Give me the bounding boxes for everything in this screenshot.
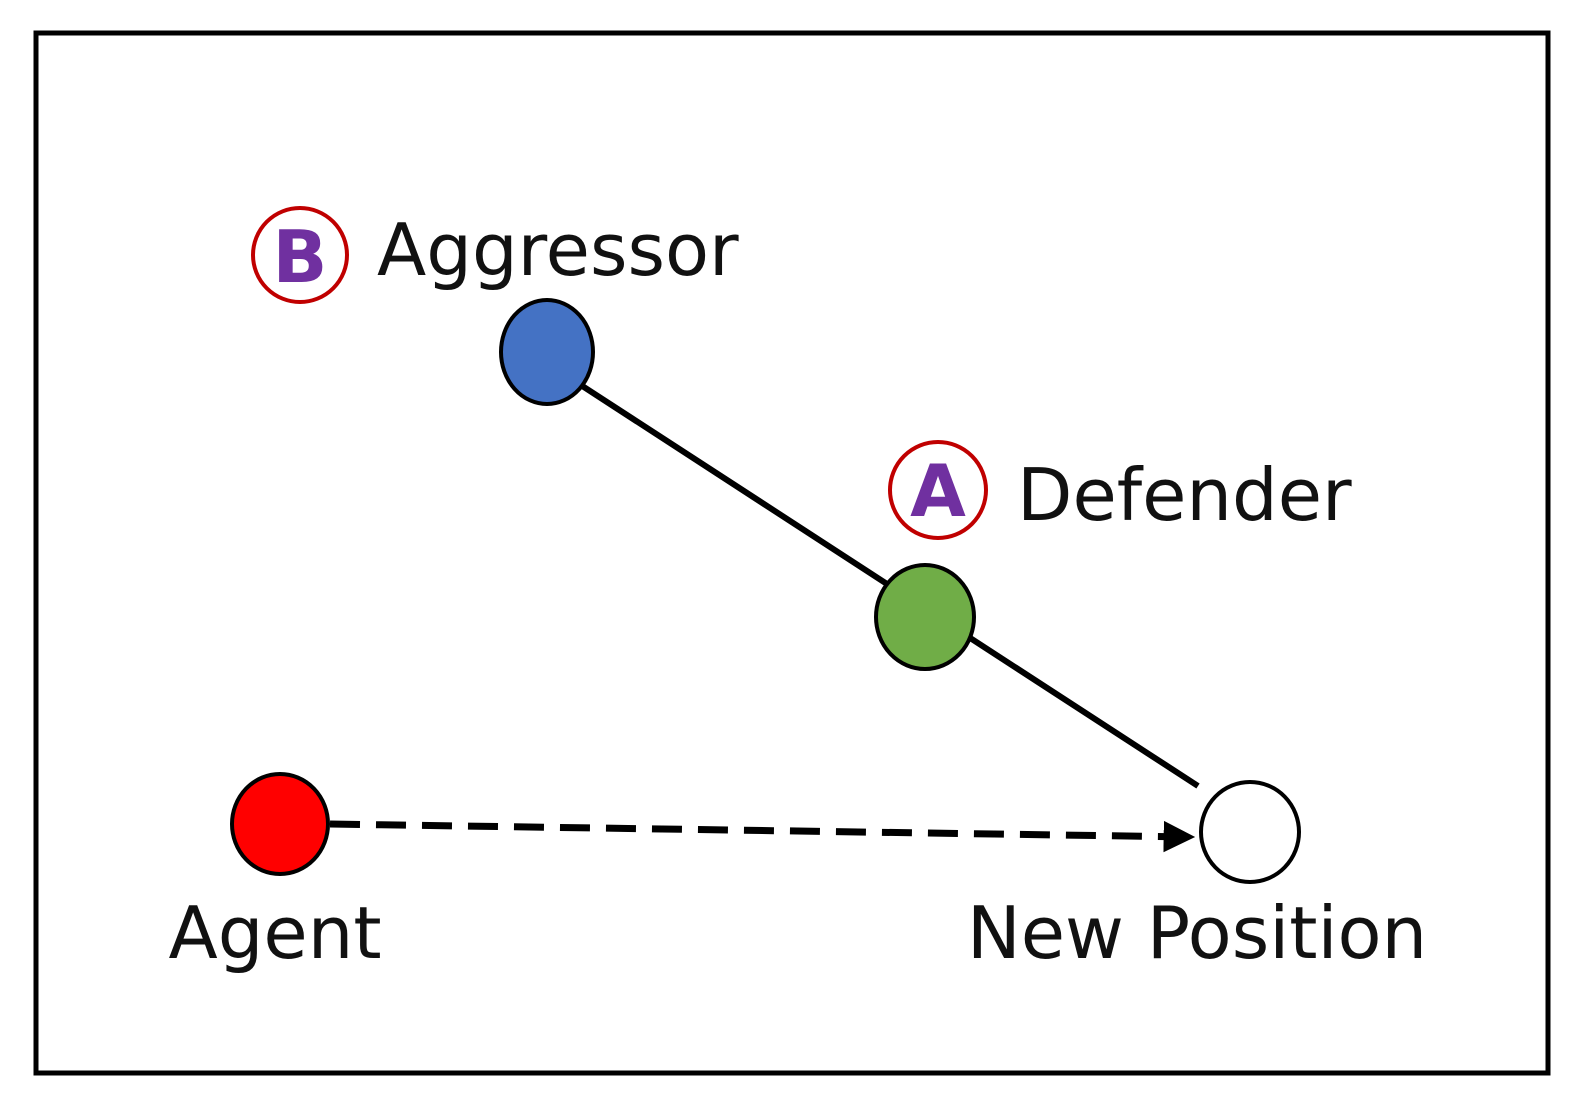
defender-badge: A	[888, 440, 988, 540]
aggressor-label: Aggressor	[377, 208, 739, 292]
aggressor-badge-ring	[251, 206, 349, 304]
aggressor-node	[499, 298, 595, 406]
new-position-label: New Position	[967, 891, 1427, 975]
agent-move-arrow	[329, 820, 1196, 853]
defender-badge-ring	[888, 440, 988, 540]
aggressor-badge-letter: B	[273, 215, 328, 299]
defender-badge-letter: A	[910, 449, 966, 533]
aggressor-to-new-position-line	[568, 375, 1200, 789]
diagram-frame	[33, 30, 1551, 1076]
agent-node	[230, 772, 330, 876]
new-position-node	[1199, 780, 1301, 884]
agent-label: Agent	[168, 891, 381, 975]
defender-label: Defender	[1017, 453, 1352, 537]
defender-node	[874, 563, 976, 671]
aggressor-badge: B	[251, 206, 349, 304]
